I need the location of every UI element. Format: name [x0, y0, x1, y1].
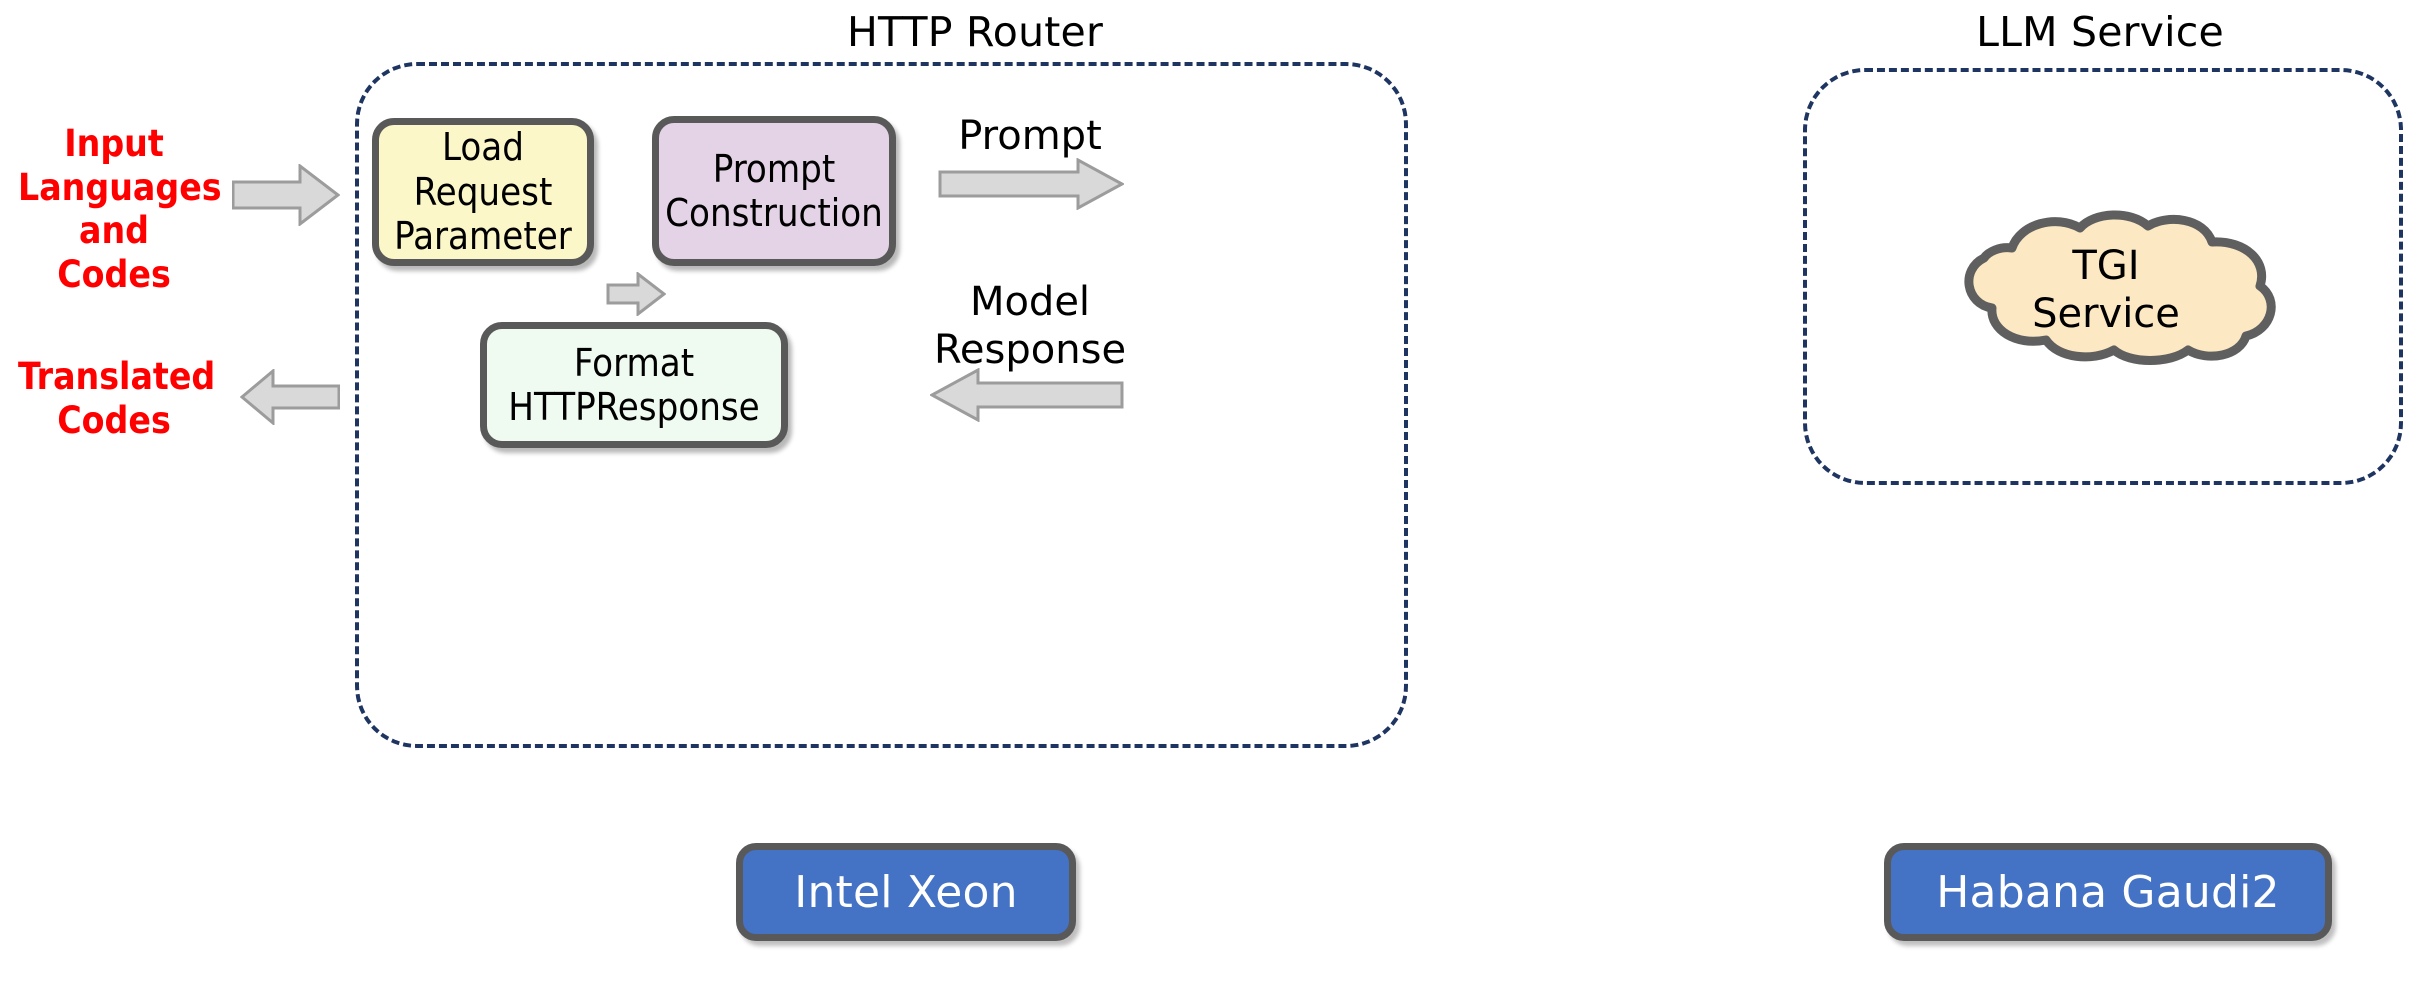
prompt-construction-label: Prompt Construction	[665, 146, 883, 235]
input-arrow-icon	[232, 164, 340, 226]
llm-service-group	[1803, 68, 2403, 485]
model-response-arrow-icon	[930, 368, 1124, 422]
intel-xeon-label: Intel Xeon	[794, 866, 1018, 918]
load-request-parameter-box[interactable]: Load Request Parameter	[372, 118, 594, 266]
habana-gaudi2-label: Habana Gaudi2	[1936, 866, 2280, 918]
output-arrow-icon	[240, 369, 340, 425]
model-response-flow-label: Model Response	[933, 279, 1127, 373]
load-request-parameter-label: Load Request Parameter	[394, 125, 572, 259]
output-caption: Translated Codes	[18, 355, 216, 442]
prompt-flow-label: Prompt	[958, 113, 1102, 159]
cloud-icon	[1964, 210, 2276, 365]
habana-gaudi2-box[interactable]: Habana Gaudi2	[1884, 843, 2332, 941]
prompt-construction-box[interactable]: Prompt Construction	[652, 116, 896, 266]
prompt-arrow-icon	[938, 158, 1124, 210]
llm-service-title: LLM Service	[1976, 8, 2224, 56]
input-caption: Input Languages and Codes	[18, 122, 222, 296]
http-router-group	[355, 62, 1408, 748]
format-http-response-box[interactable]: Format HTTPResponse	[480, 322, 788, 448]
tgi-service-cloud[interactable]: TGI Service	[1916, 210, 2296, 365]
internal-flow-arrow-icon	[606, 272, 666, 316]
http-router-title: HTTP Router	[846, 8, 1104, 56]
intel-xeon-box[interactable]: Intel Xeon	[736, 843, 1076, 941]
format-http-response-label: Format HTTPResponse	[508, 340, 760, 429]
